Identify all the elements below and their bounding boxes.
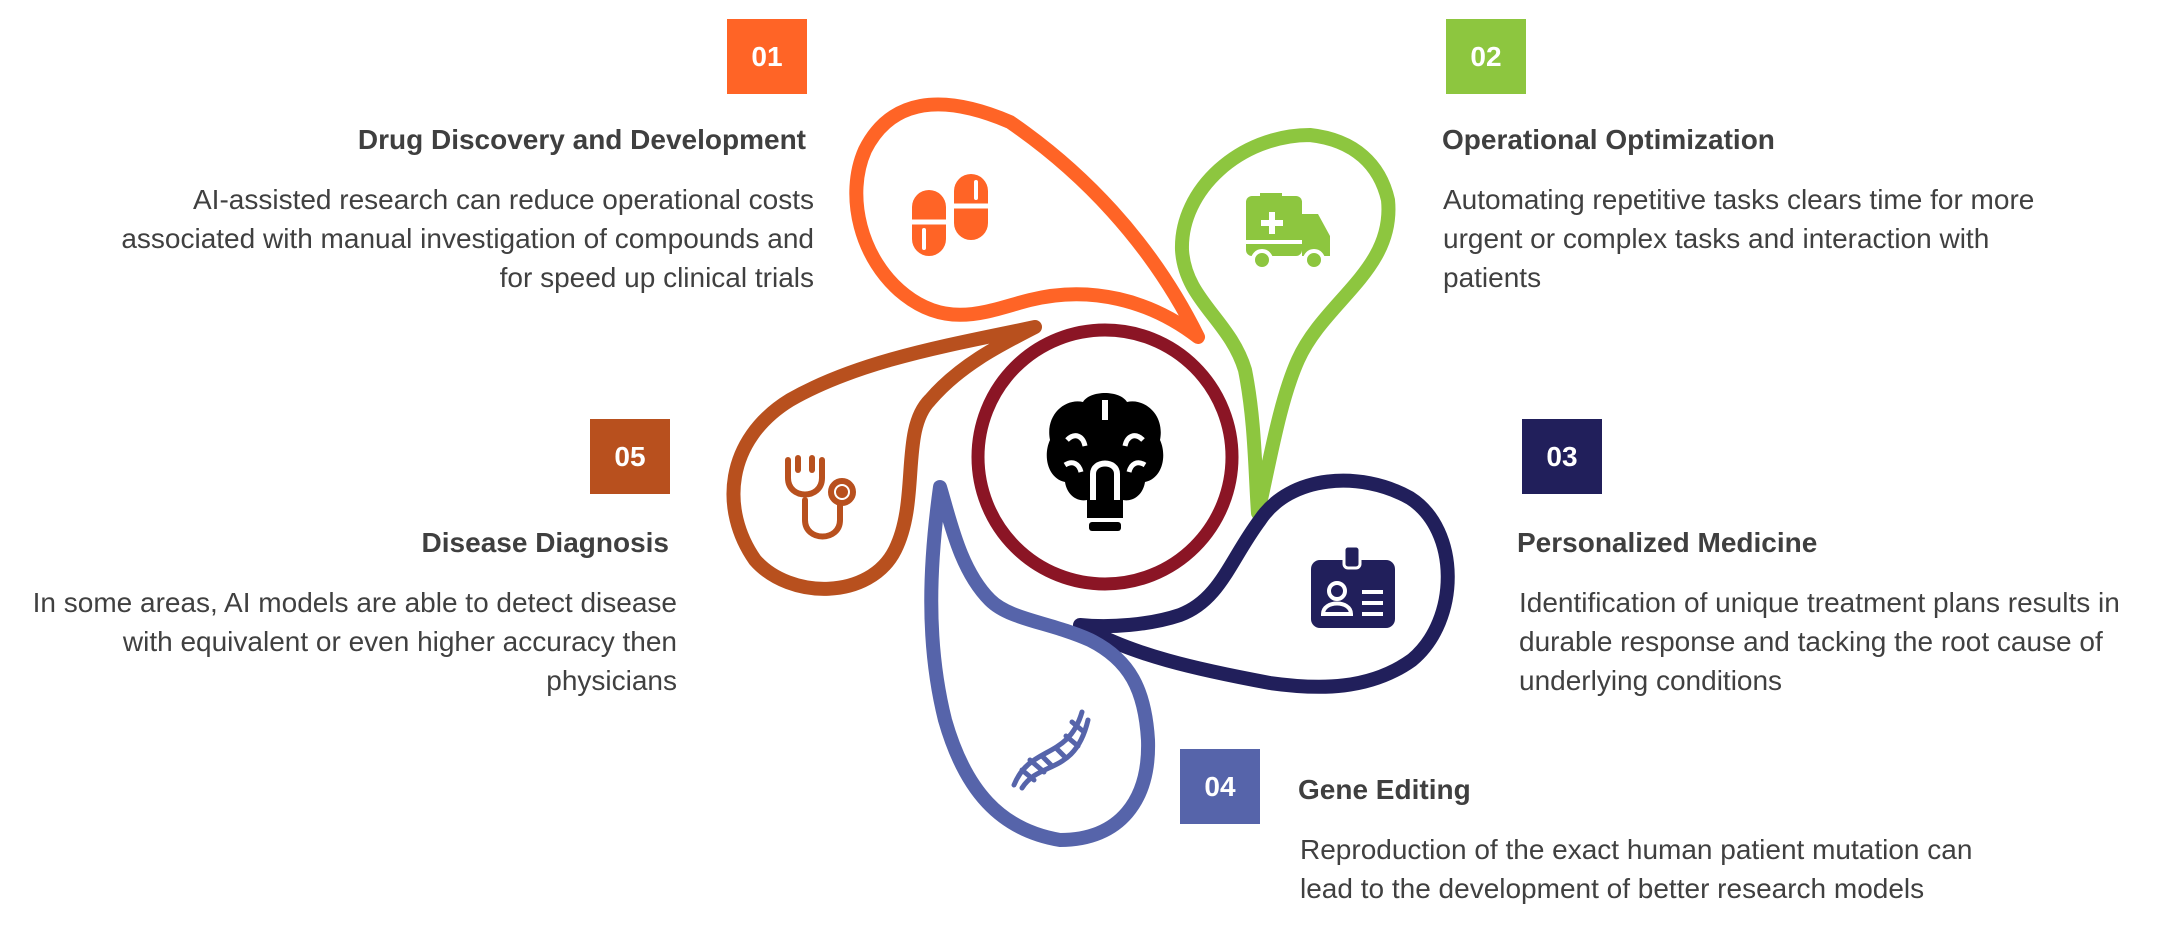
stethoscope-icon — [785, 455, 856, 540]
badge-01: 01 — [727, 19, 807, 94]
petal-01 — [849, 97, 1205, 344]
dna-icon — [1011, 709, 1091, 791]
title-01: Drug Discovery and Development — [357, 124, 806, 155]
title-05: Disease Diagnosis — [421, 527, 669, 558]
petal-03 — [1073, 473, 1455, 694]
id-badge-icon — [1311, 544, 1395, 628]
badge-03: 03 — [1522, 419, 1602, 494]
description-05: In some areas, AI models are able to det… — [32, 587, 677, 696]
brain-icon — [1046, 393, 1164, 531]
title-03: Personalized Medicine — [1517, 527, 1818, 558]
description-01: AI-assisted research can reduce operatio… — [121, 184, 814, 293]
badge-02: 02 — [1446, 19, 1526, 94]
petal-04 — [924, 480, 1156, 847]
badge-05: 05 — [590, 419, 670, 494]
description-03: Identification of unique treatment plans… — [1519, 587, 2120, 696]
petal-05 — [726, 320, 1042, 596]
description-02: Automating repetitive tasks clears time … — [1443, 184, 2035, 293]
title-02: Operational Optimization — [1442, 124, 1775, 155]
description-04: Reproduction of the exact human patient … — [1300, 834, 1973, 904]
title-04: Gene Editing — [1298, 774, 1471, 805]
badge-04: 04 — [1180, 749, 1260, 824]
pills-icon — [912, 174, 988, 256]
petal-02 — [1174, 128, 1396, 520]
ambulance-icon — [1246, 193, 1330, 271]
